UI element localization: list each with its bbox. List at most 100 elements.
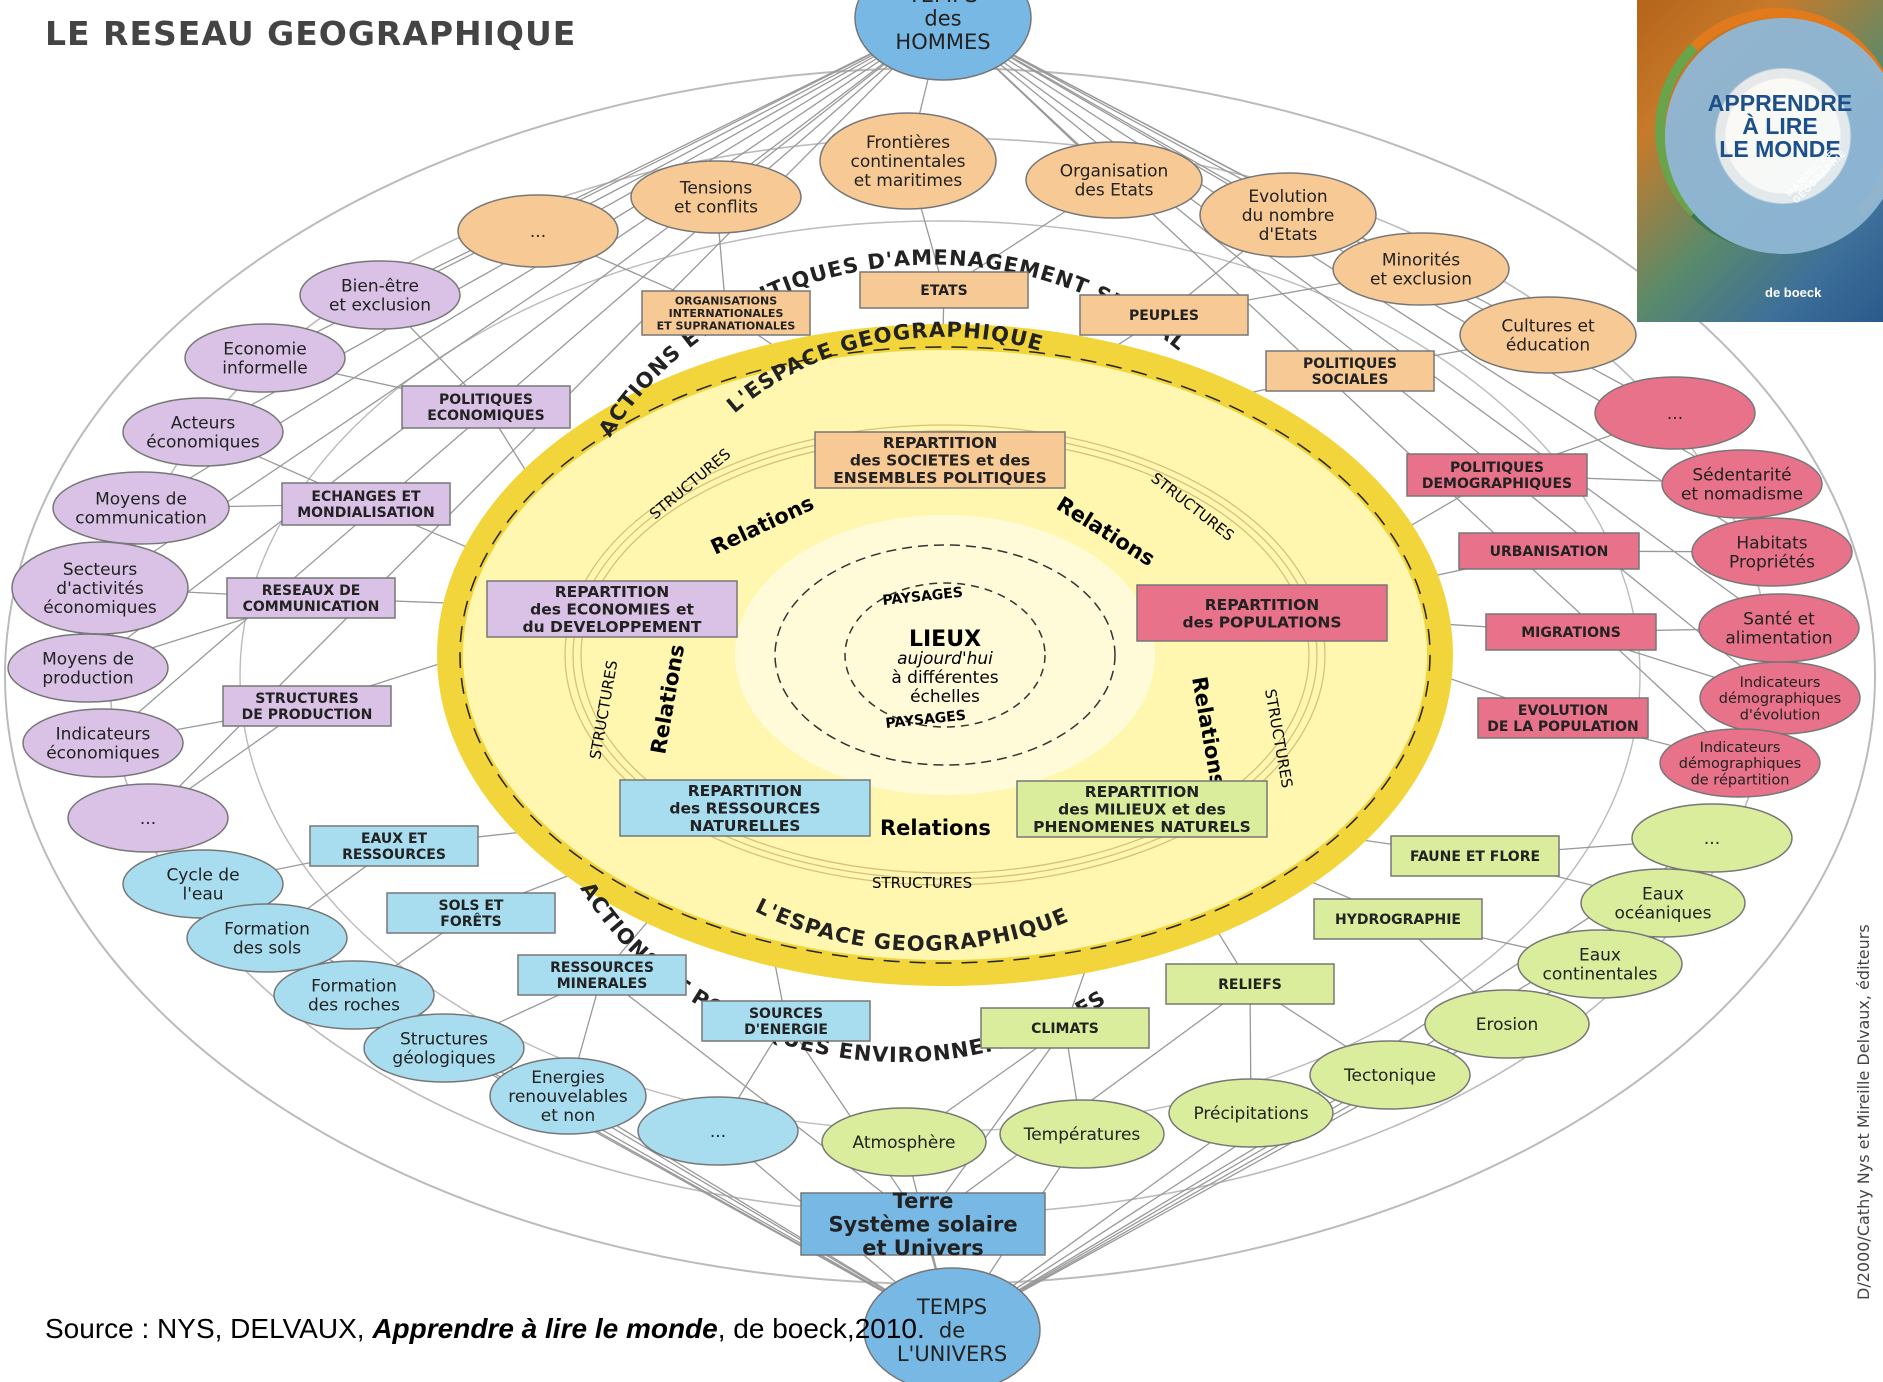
orange-theme-box-1-label: ETATS [920,283,967,299]
source-suffix: , de boeck,2010. [717,1313,925,1344]
green-topic-oval-6-label: Températures [1023,1125,1141,1145]
green-theme-box-0: FAUNE ET FLORE [1390,835,1560,877]
orange-topic-oval-0: ... [457,194,619,268]
source-citation: Source : NYS, DELVAUX, Apprendre à lire … [45,1312,925,1345]
source-book: Apprendre à lire le monde [372,1313,718,1344]
green-theme-box-3: CLIMATS [980,1007,1150,1049]
green-topic-oval-0: ... [1631,803,1793,873]
cover-title: APPRENDRE À LIRE LE MONDE [1707,90,1853,162]
green-topic-oval-0-label: ... [1704,829,1720,849]
structures-label: STRUCTURES [872,874,972,892]
red-topic-oval-0-label: ... [1667,404,1683,424]
green-theme-box-3-label: CLIMATS [1031,1021,1099,1037]
green-theme-box-2-label: RELIEFS [1218,977,1282,993]
red-theme-box-1: URBANISATION [1458,532,1640,570]
green-theme-box-1: HYDROGRAPHIE [1313,898,1483,940]
green-topic-oval-4-label: Tectonique [1343,1066,1436,1086]
green-theme-box-0-label: FAUNE ET FLORE [1410,849,1540,865]
green-theme-box-2: RELIEFS [1165,963,1335,1005]
red-theme-box-1-label: URBANISATION [1490,544,1609,560]
center-line2: à différentes [891,668,998,688]
blue-topic-oval-5: ... [637,1096,799,1166]
book-cover: APPRENDRE À LIRE LE MONDE MANUEL DE GÉOG… [1637,0,1883,322]
temps-des-hommes-hub: TEMPSdesHOMMES [854,0,1032,81]
center-line3: échelles [910,687,980,707]
green-topic-oval-5-label: Précipitations [1193,1104,1308,1124]
blue-topic-oval-5-label: ... [710,1122,726,1142]
temps-des-hommes-hub-label: TEMPSdesHOMMES [895,0,990,54]
green-topic-oval-4: Tectonique [1309,1040,1471,1110]
orange-topic-oval-0-label: ... [530,222,546,242]
orange-theme-box-2-label: PEUPLES [1129,308,1199,324]
page-title: LE RESEAU GEOGRAPHIQUE [45,14,577,53]
